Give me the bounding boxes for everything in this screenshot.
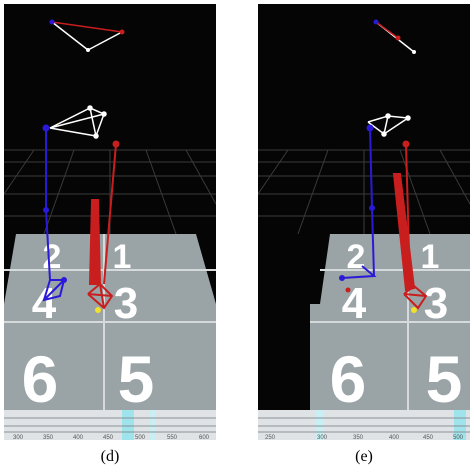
tile-number-2: 2 bbox=[347, 238, 366, 276]
left-leg-skeleton bbox=[339, 124, 377, 293]
tile-number-6: 6 bbox=[330, 342, 367, 416]
timeline-marker[interactable] bbox=[122, 410, 134, 440]
timeline-tick: 550 bbox=[167, 435, 178, 440]
timeline-tick: 500 bbox=[135, 435, 146, 440]
timeline-bar[interactable] bbox=[258, 410, 470, 440]
timeline-tick: 500 bbox=[453, 435, 464, 440]
timeline-tick: 300 bbox=[317, 435, 328, 440]
right-leg-skeleton bbox=[392, 140, 428, 313]
tile-number-6: 6 bbox=[22, 342, 59, 416]
hopscotch-board bbox=[310, 234, 470, 410]
head-skeleton-top bbox=[49, 19, 125, 52]
tile-number-3: 3 bbox=[114, 279, 138, 328]
timeline-tick: 400 bbox=[73, 435, 84, 440]
tile-number-4: 4 bbox=[342, 279, 367, 328]
tile-number-2: 2 bbox=[43, 238, 62, 276]
timeline-tick: 300 bbox=[13, 435, 24, 440]
scene-e: 2 1 4 3 6 5 bbox=[258, 19, 470, 440]
timeline-tick: 350 bbox=[353, 435, 364, 440]
timeline-marker[interactable] bbox=[150, 410, 156, 440]
panel-caption-e: (e) bbox=[355, 448, 373, 465]
tile-number-3: 3 bbox=[424, 279, 448, 328]
timeline-tick: 400 bbox=[389, 435, 400, 440]
left-leg-skeleton bbox=[42, 124, 67, 302]
timeline-tick: 450 bbox=[103, 435, 114, 440]
tile-number-1: 1 bbox=[113, 238, 132, 276]
tile-number-5: 5 bbox=[426, 342, 463, 416]
tile-number-1: 1 bbox=[421, 238, 440, 276]
right-leg-skeleton bbox=[87, 140, 120, 313]
timeline-tick: 350 bbox=[43, 435, 54, 440]
upper-body-skeleton bbox=[367, 113, 411, 137]
scene-d: 2 1 4 3 6 5 bbox=[4, 19, 216, 440]
head-skeleton-top bbox=[373, 19, 416, 54]
timeline-marker[interactable] bbox=[316, 410, 324, 440]
panel-caption-d: (d) bbox=[100, 448, 120, 465]
tile-number-4: 4 bbox=[32, 279, 57, 328]
viewport-panel-d: 2 1 4 3 6 5 bbox=[4, 4, 216, 440]
viewport-panel-e: 2 1 4 3 6 5 bbox=[258, 4, 470, 440]
timeline-tick: 600 bbox=[199, 435, 210, 440]
timeline-tick: 250 bbox=[265, 435, 276, 440]
floor-grid bbox=[258, 149, 470, 235]
timeline-tick: 450 bbox=[423, 435, 434, 440]
upper-body-skeleton bbox=[49, 105, 107, 139]
tile-number-5: 5 bbox=[118, 342, 155, 416]
timeline-bar[interactable] bbox=[4, 410, 216, 440]
